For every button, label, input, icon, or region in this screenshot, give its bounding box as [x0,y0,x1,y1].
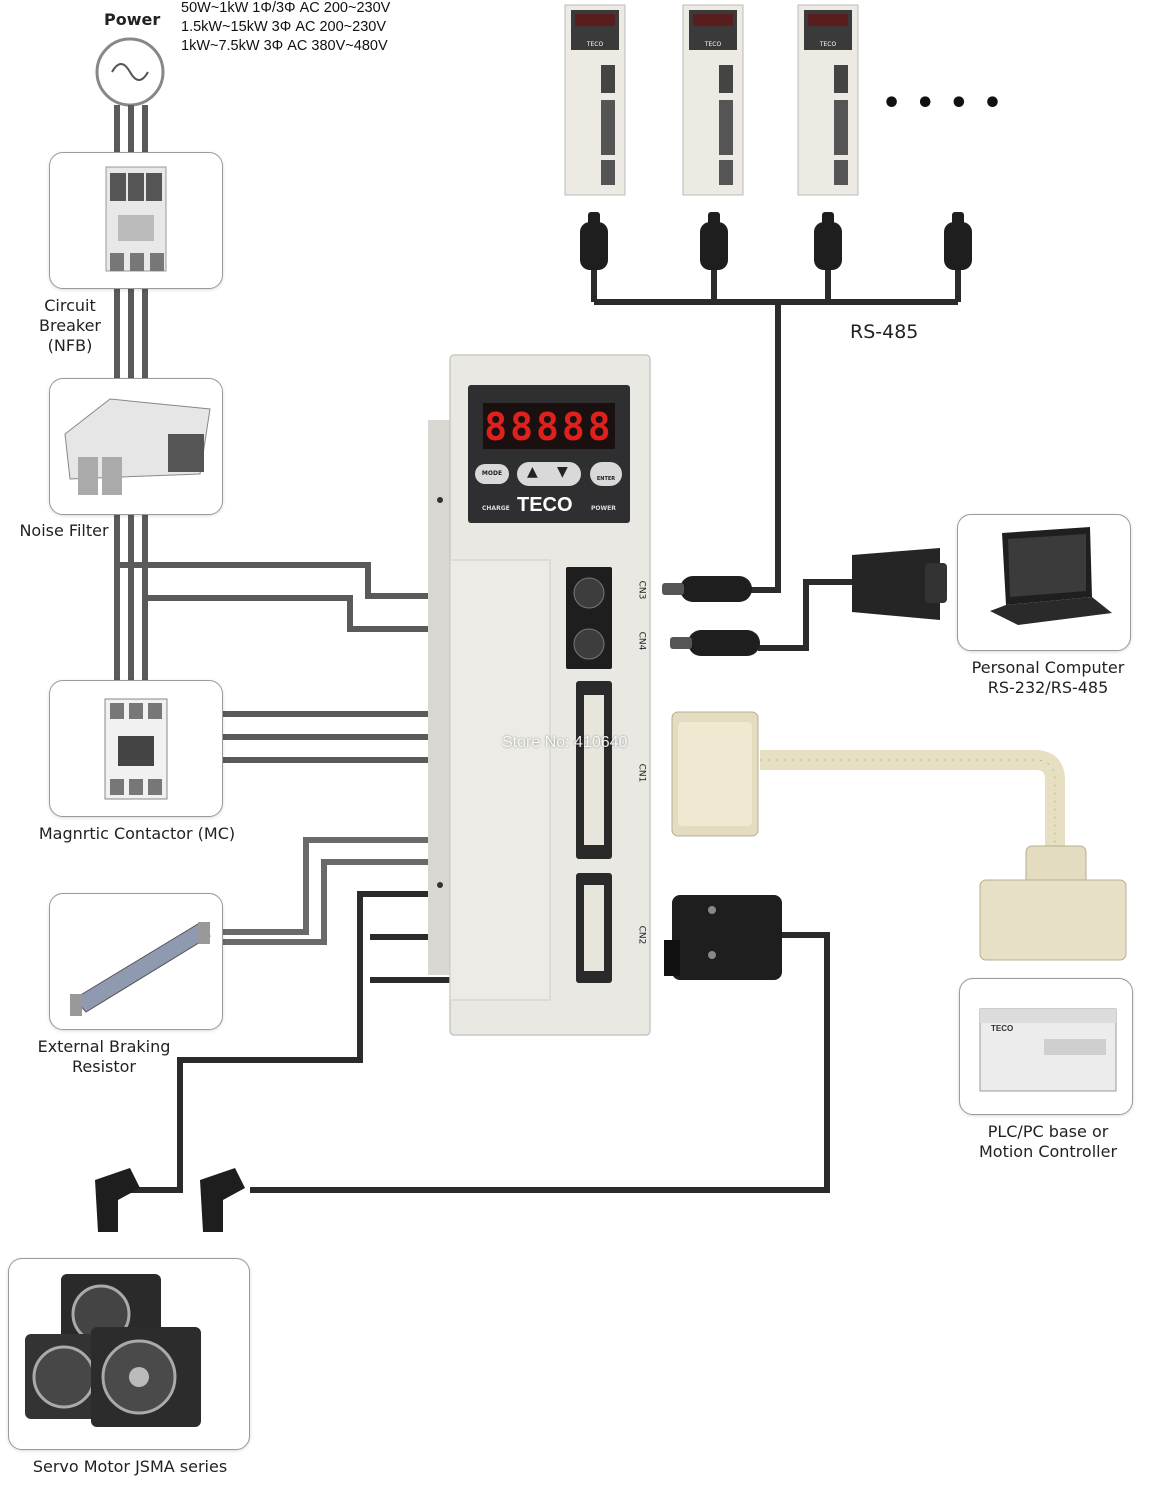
magnetic-contactor-icon [104,698,168,800]
plc-brand: TECO [991,1024,1014,1033]
cn1-connector-icon [671,711,759,837]
rs485-label: RS-485 [850,321,919,343]
circuit-breaker-icon [105,166,167,272]
enter-button[interactable]: ENTER [590,462,622,486]
more-drives-ellipsis: • • • • [882,86,1005,121]
magnetic-contactor-box [49,680,223,817]
braking-resistor-box [49,893,223,1030]
cn3-plug [662,576,752,602]
noise-filter-box [49,378,223,515]
svg-text:TECO: TECO [704,41,722,48]
laptop-icon [990,527,1112,625]
servo-drive [428,354,651,1036]
personal-computer-label: Personal Computer RS-232/RS-485 [971,658,1125,697]
drive-display: 88888 [484,405,614,449]
motor-elbow-plugs [95,1168,245,1232]
ac-power-source-icon [95,37,165,107]
power-led-label: POWER [591,505,616,512]
power-input-wires [117,562,463,632]
terminal-connector-icon [979,845,1127,961]
store-watermark: Store No: 410640 [502,734,628,751]
magnetic-contactor-label: Magnrtic Contactor (MC) [38,824,236,843]
power-title: Power [104,10,161,29]
networked-drive-2: TECO [682,4,744,196]
encoder-cable [250,932,830,1193]
cn1-cable [760,750,1065,850]
rs485-plug-icons [580,212,972,270]
db9-connector-icon [852,548,947,620]
cn2-connector-icon [664,895,782,980]
servo-motor-box [8,1258,250,1450]
cn4-plug [670,630,760,656]
power-spec-1: 50W~1kW 1Φ/3Φ AC 200~230V [181,0,391,16]
mode-button[interactable]: MODE [475,464,509,484]
svg-text:TECO: TECO [819,41,837,48]
braking-resistor-label: External Braking Resistor [37,1037,171,1076]
down-button[interactable]: ▼ [557,464,568,480]
power-spec-2: 1.5kW~15kW 3Φ AC 200~230V [181,19,387,35]
circuit-breaker-label: Circuit Breaker (NFB) [39,296,101,355]
cn4-label: CN4 [636,631,647,651]
rs485-bus [591,270,961,593]
svg-text:TECO: TECO [586,41,604,48]
up-button[interactable]: ▲ [527,464,538,480]
charge-led-label: CHARGE [482,505,510,512]
drive-brand: TECO [517,494,573,516]
noise-filter-icon [64,398,211,495]
plc-icon [979,1008,1117,1092]
cn3-label: CN3 [636,580,647,600]
circuit-breaker-box [49,152,223,289]
plc-box [959,978,1133,1115]
plc-label: PLC/PC base or Motion Controller [978,1122,1118,1161]
servo-motor-label: Servo Motor JSMA series [32,1457,228,1476]
networked-drive-1: TECO [564,4,626,196]
noise-filter-label: Noise Filter [19,521,109,540]
braking-resistor-icon [70,922,211,1016]
networked-drive-3: TECO [797,4,859,196]
personal-computer-box [957,514,1131,651]
power-spec-3: 1kW~7.5kW 3Φ AC 380V~480V [181,38,388,54]
braking-resistor-wires [222,837,475,945]
cn1-label: CN1 [636,763,647,783]
servo-motor-icon [25,1274,201,1427]
cn2-label: CN2 [636,925,647,945]
pc-cable [758,579,855,651]
arrow-button-group: ▲ ▼ [517,462,581,486]
